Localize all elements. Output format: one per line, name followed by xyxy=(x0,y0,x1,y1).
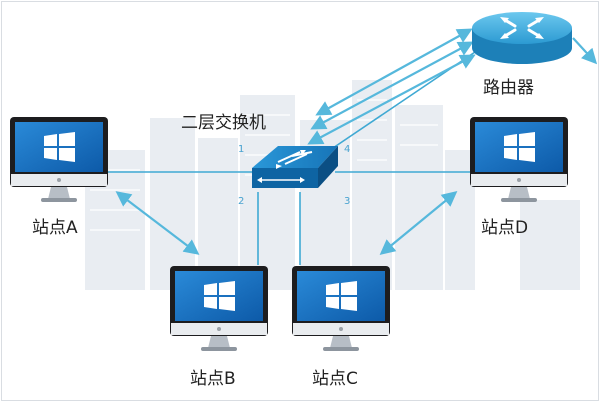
router-icon xyxy=(472,12,572,64)
port-2-label: 2 xyxy=(238,196,245,207)
station-a-label: 站点A xyxy=(32,218,78,238)
station-d-label: 站点D xyxy=(481,218,529,238)
flow-arrows xyxy=(115,28,598,255)
switch-label: 二层交换机 xyxy=(181,113,266,133)
station-b-label: 站点B xyxy=(190,369,236,389)
arrow-router-exit xyxy=(572,37,598,65)
windows-logo-icon xyxy=(504,132,535,162)
arrow-router-switch-1 xyxy=(315,28,473,116)
windows-logo-icon xyxy=(44,132,75,162)
switch-icon xyxy=(252,146,338,188)
city-skyline-background xyxy=(85,80,580,290)
port-4-label: 4 xyxy=(344,144,351,155)
station-a-monitor-icon xyxy=(10,117,108,202)
station-b-monitor-icon xyxy=(170,266,268,351)
arrow-router-switch-3 xyxy=(307,54,476,145)
station-c-label: 站点C xyxy=(312,369,358,389)
arrow-a-b xyxy=(115,191,200,255)
station-d-monitor-icon xyxy=(470,117,568,202)
port-3-label: 3 xyxy=(344,196,351,207)
router-label: 路由器 xyxy=(483,78,534,98)
arrow-c-d xyxy=(379,191,458,255)
windows-logo-icon xyxy=(204,281,235,311)
station-c-monitor-icon xyxy=(292,266,390,351)
port-1-label: 1 xyxy=(238,144,245,155)
windows-logo-icon xyxy=(326,281,357,311)
